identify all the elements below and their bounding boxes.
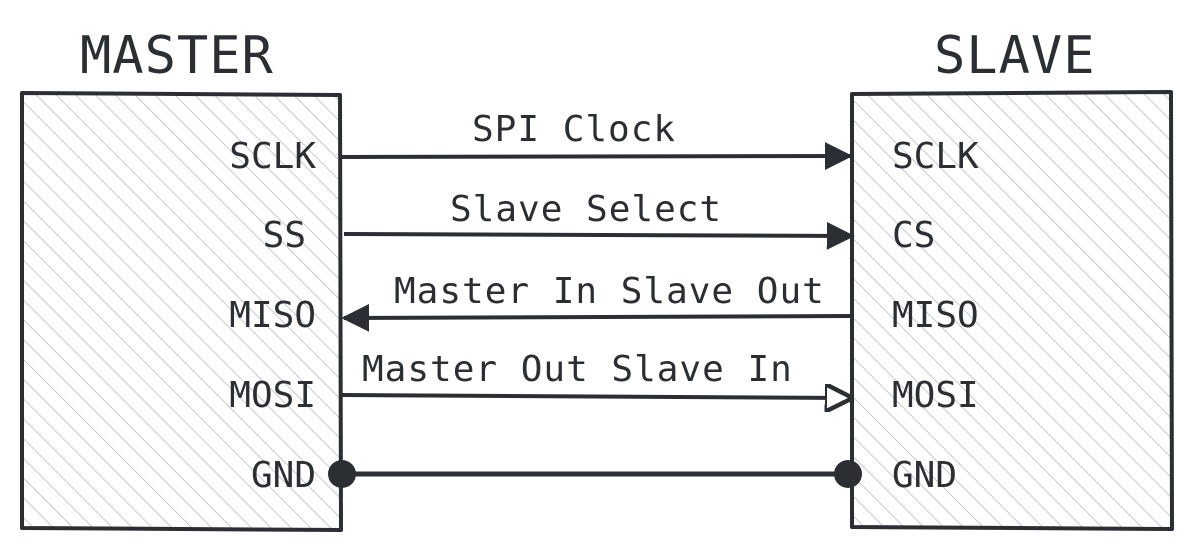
master-pin-ss: SS	[262, 215, 306, 256]
slave-block	[850, 90, 1174, 531]
master-pin-mosi: MOSI	[229, 375, 316, 416]
slave-pin-sclk: SCLK	[892, 136, 979, 177]
gnd-dot-master	[328, 460, 356, 488]
master-title: MASTER	[80, 26, 274, 86]
master-pin-sclk: SCLK	[229, 136, 316, 177]
slave-pin-miso: MISO	[892, 295, 979, 336]
sclk-wire	[341, 142, 853, 171]
master-pin-miso: MISO	[229, 295, 316, 336]
master-block	[20, 91, 343, 532]
mosi-wire	[341, 395, 850, 398]
miso-wire	[341, 303, 853, 332]
signal-label-spi-clock: SPI Clock	[472, 109, 677, 150]
slave-pin-cs: CS	[892, 215, 936, 256]
ss-wire	[343, 221, 855, 250]
slave-pin-mosi: MOSI	[892, 375, 979, 416]
signal-label-miso: Master In Slave Out	[394, 271, 825, 312]
master-pin-gnd: GND	[250, 455, 316, 496]
signal-lines	[328, 142, 862, 488]
signal-label-slave-select: Slave Select	[450, 189, 723, 230]
signal-label-mosi: Master Out Slave In	[362, 349, 793, 390]
slave-pin-gnd: GND	[892, 455, 958, 496]
gnd-dot-slave	[834, 460, 862, 488]
slave-title: SLAVE	[934, 26, 1096, 86]
